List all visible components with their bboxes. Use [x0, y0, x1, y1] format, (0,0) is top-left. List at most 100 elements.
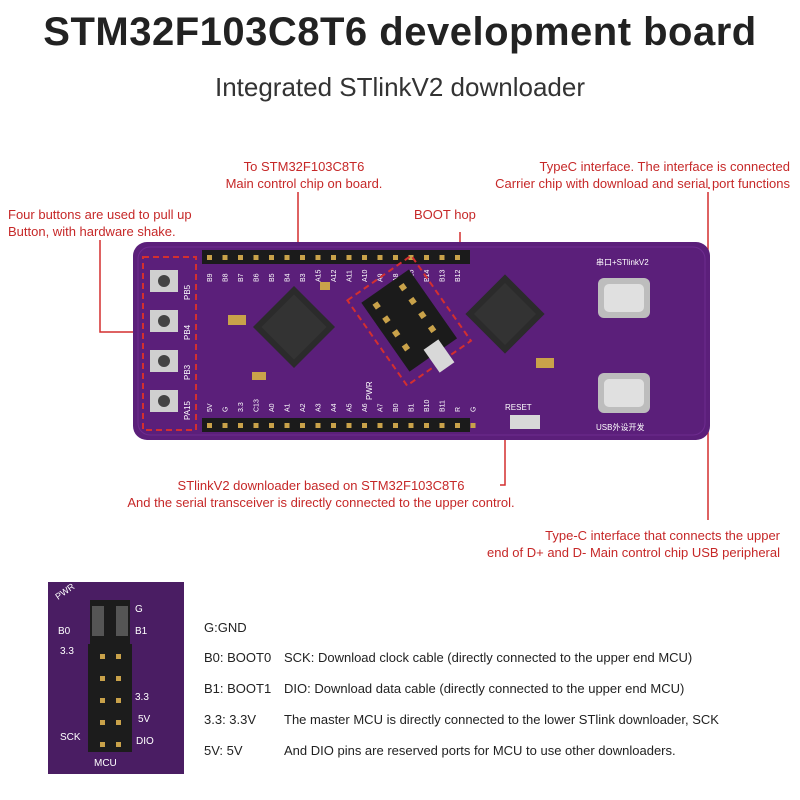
header-pin-label: A4 — [331, 403, 338, 412]
header-pin — [439, 255, 445, 260]
header-pin — [362, 423, 367, 428]
header-pin-label: A12 — [331, 269, 338, 282]
header-pin — [408, 255, 414, 260]
typec-bottom-callout: Type-C interface that connects the upper… — [440, 527, 780, 561]
typec-bottom-callout-line1: Type-C interface that connects the upper — [545, 528, 780, 543]
header-pin — [315, 255, 321, 260]
header-pin-label: B5 — [269, 273, 276, 282]
header-pin — [393, 255, 398, 260]
header-pin-label: B9 — [207, 273, 214, 282]
header-pin-label: R — [455, 407, 462, 412]
label-pb5: PB5 — [183, 284, 192, 300]
legend-mcu-desc: The master MCU is directly connected to … — [284, 712, 719, 727]
inset-label-g: G — [135, 604, 143, 615]
header-pin — [222, 255, 228, 260]
header-pin-label: B1 — [409, 403, 416, 412]
header-pin-label: B4 — [285, 273, 292, 282]
legend-gnd: G:GND — [204, 620, 247, 635]
legend-boot1: B1: BOOT1 — [204, 681, 272, 696]
header-pin-label: B6 — [254, 273, 261, 282]
header-pin-label: A5 — [347, 403, 354, 412]
buttons-callout: Four buttons are used to pull up Button,… — [8, 206, 192, 240]
label-pa15: PA15 — [183, 400, 192, 420]
header-pin-label: B11 — [440, 400, 447, 412]
legend-3v3: 3.3: 3.3V — [204, 712, 257, 727]
inset-label-mcu: MCU — [94, 758, 117, 769]
header-pin — [300, 423, 305, 428]
header-pin — [284, 423, 290, 428]
header-pin — [222, 423, 228, 428]
label-pb3: PB3 — [183, 364, 192, 380]
header-pin-label: B14 — [424, 269, 431, 282]
header-pin — [238, 423, 243, 428]
header-pin-label: A11 — [347, 270, 354, 282]
label-usb-bottom: USB外设开发 — [596, 422, 644, 432]
usb-c-bottom — [598, 373, 650, 413]
header-pin-label: A1 — [285, 403, 292, 412]
header-pin-label: B13 — [440, 269, 447, 282]
buttons-frame — [142, 256, 197, 431]
header-pin — [284, 255, 290, 260]
boot-callout: BOOT hop — [414, 207, 476, 222]
header-pin — [300, 255, 305, 260]
header-pin-label: B7 — [238, 273, 245, 282]
typec-top-callout-line2: Carrier chip with download and serial po… — [495, 176, 790, 191]
typec-top-callout: TypeC interface. The interface is connec… — [440, 158, 790, 192]
inset-label-dio: DIO — [136, 736, 154, 747]
mcu-chip-stlink — [465, 274, 545, 354]
stlink-callout-line2: And the serial transceiver is directly c… — [127, 495, 515, 510]
header-pin-label: A15 — [316, 269, 323, 282]
push-buttons — [150, 270, 178, 412]
inset-label-b0: B0 — [58, 626, 71, 637]
header-pin — [238, 255, 243, 260]
header-pin — [253, 255, 259, 260]
header-pin — [455, 255, 460, 260]
header-pin — [362, 255, 367, 260]
inset-label-33b: 3.3 — [135, 692, 149, 703]
page-title: STM32F103C8T6 development board — [43, 10, 757, 54]
label-reset: RESET — [505, 403, 532, 412]
header-pin-label: B12 — [455, 269, 462, 282]
header-pin — [408, 423, 414, 428]
buttons-callout-line2: Button, with hardware shake. — [8, 224, 176, 239]
header-pin-label: A7 — [378, 403, 385, 412]
header-pin — [439, 423, 445, 428]
stlink-callout-line1: STlinkV2 downloader based on STM32F103C8… — [177, 478, 465, 493]
header-pin — [346, 423, 352, 428]
buttons-callout-line1: Four buttons are used to pull up — [8, 207, 192, 222]
header-pin — [207, 423, 212, 428]
header-pin — [424, 255, 429, 260]
header-pin — [377, 423, 383, 428]
inset-image: PWR G B0 B1 3.3 3.3 5V SCK DIO MCU — [48, 581, 184, 774]
header-pin-label: A6 — [362, 403, 369, 412]
legend-boot0: B0: BOOT0 — [204, 650, 272, 665]
header-pin — [315, 423, 321, 428]
mcu-chip-main — [252, 285, 336, 369]
header-pin-label: A8 — [393, 273, 400, 282]
header-pin — [207, 255, 212, 260]
stlink-callout: STlinkV2 downloader based on STM32F103C8… — [86, 477, 556, 511]
legend-sck-desc: SCK: Download clock cable (directly conn… — [284, 650, 693, 665]
header-pin-label: G — [223, 407, 230, 412]
header-pin — [470, 423, 476, 428]
header-pin-label: B10 — [424, 399, 431, 412]
legend-downloader-desc: And DIO pins are reserved ports for MCU … — [284, 743, 676, 758]
header-pin-label: C13 — [254, 399, 261, 412]
header-pin-label: 5V — [207, 403, 214, 412]
header-pin-label: A2 — [300, 403, 307, 412]
header-pin-label: A3 — [316, 403, 323, 412]
header-pin-label: B0 — [393, 403, 400, 412]
header-pin-label: G — [471, 407, 478, 412]
inset-label-5v: 5V — [138, 714, 151, 725]
header-pin — [377, 255, 383, 260]
header-pin — [424, 423, 429, 428]
typec-top-callout-line1: TypeC interface. The interface is connec… — [539, 159, 790, 174]
chip-callout: To STM32F103C8T6 Main control chip on bo… — [209, 158, 399, 192]
header-pin — [253, 423, 259, 428]
header-pin-label: A0 — [269, 403, 276, 412]
label-pwr: PWR — [365, 381, 374, 400]
header-pin — [393, 423, 398, 428]
typec-bottom-callout-line2: end of D+ and D- Main control chip USB p… — [486, 545, 780, 560]
